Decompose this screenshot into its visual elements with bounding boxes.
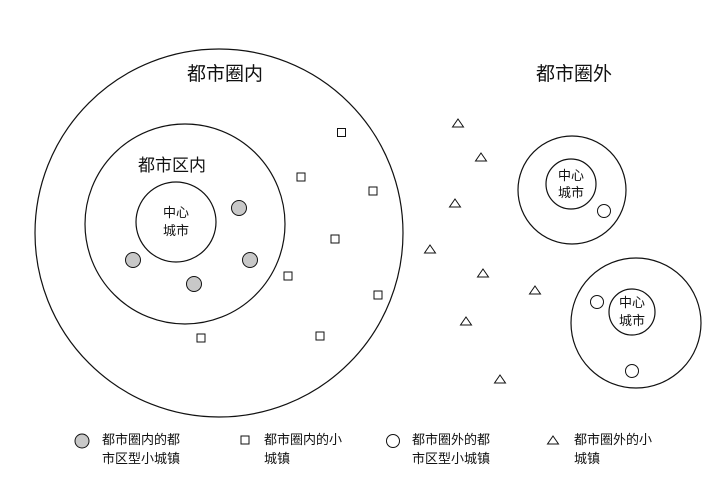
open-circle-icon [386, 434, 400, 448]
square-town-marker [330, 234, 340, 244]
metro-outside-label: 都市圈外 [536, 63, 612, 85]
legend: 都市圈内的都 市区型小城镇 都市圈内的小 城镇 都市圈外的都 市区型小城镇 都市… [74, 432, 652, 467]
metro-inside-label: 都市圈内 [187, 63, 263, 85]
square-town-marker [196, 333, 206, 343]
center-city-left-line1: 中心 [163, 206, 189, 221]
triangle-town-marker [476, 268, 490, 278]
center-city-lower-right [608, 288, 656, 336]
triangle-town-marker [451, 118, 465, 128]
square-town-marker [315, 331, 325, 341]
center-city-left [135, 181, 217, 263]
metro-area-boundary [34, 48, 404, 418]
center-city-upper-line2: 城市 [558, 185, 584, 201]
triangle-town-marker [423, 244, 437, 254]
legend-item-triangle: 都市圈外的小 城镇 [546, 432, 652, 467]
legend-label-line2: 城镇 [574, 452, 600, 467]
metro-area-outside: 都市圈外 中心 城市 中心 城市 [423, 63, 702, 389]
center-city-left-line2: 城市 [163, 223, 189, 239]
square-town-marker [373, 290, 383, 300]
legend-item-filled-circle: 都市圈内的都 市区型小城镇 [74, 432, 180, 467]
center-city-lower-line2: 城市 [619, 313, 645, 329]
center-city-upper-right [545, 158, 597, 210]
legend-label-line1: 都市圈外的都 [412, 432, 490, 448]
square-town-marker [337, 128, 346, 137]
outer-urban-district-upper [517, 135, 627, 245]
metro-area-inside: 都市圈内 都市区内 中心 城市 [34, 48, 404, 418]
triangle-town-marker [474, 152, 488, 162]
legend-label-line2: 市区型小城镇 [102, 451, 180, 467]
triangle-town-marker [448, 198, 462, 208]
urban-district-inside-label: 都市区内 [138, 156, 206, 176]
filled-town-marker [242, 252, 258, 268]
filled-town-marker [125, 252, 141, 268]
legend-label-line1: 都市圈内的小 [264, 432, 342, 448]
filled-town-marker [231, 200, 247, 216]
filled-circle-icon [74, 433, 90, 449]
center-city-lower-line1: 中心 [619, 296, 645, 311]
triangle-town-marker [459, 316, 473, 326]
square-town-marker [368, 186, 378, 196]
outer-urban-district-lower [570, 257, 702, 389]
open-town-marker [590, 295, 604, 309]
triangle-town-marker [528, 285, 542, 295]
triangle-town-marker [493, 374, 507, 384]
legend-label-line2: 城镇 [264, 452, 290, 467]
square-town-marker [296, 172, 306, 182]
legend-label-line2: 市区型小城镇 [412, 451, 490, 467]
square-town-marker [283, 271, 293, 281]
open-town-marker [597, 204, 611, 218]
legend-label-line1: 都市圈外的小 [574, 432, 652, 448]
filled-town-marker [186, 276, 202, 292]
triangle-icon [546, 435, 560, 445]
legend-item-open-circle: 都市圈外的都 市区型小城镇 [386, 432, 490, 467]
center-city-upper-line1: 中心 [558, 169, 584, 184]
square-icon [240, 435, 250, 445]
legend-item-square: 都市圈内的小 城镇 [240, 432, 342, 467]
open-town-marker [625, 364, 639, 378]
legend-label-line1: 都市圈内的都 [102, 432, 180, 448]
urban-district-boundary [84, 123, 286, 325]
